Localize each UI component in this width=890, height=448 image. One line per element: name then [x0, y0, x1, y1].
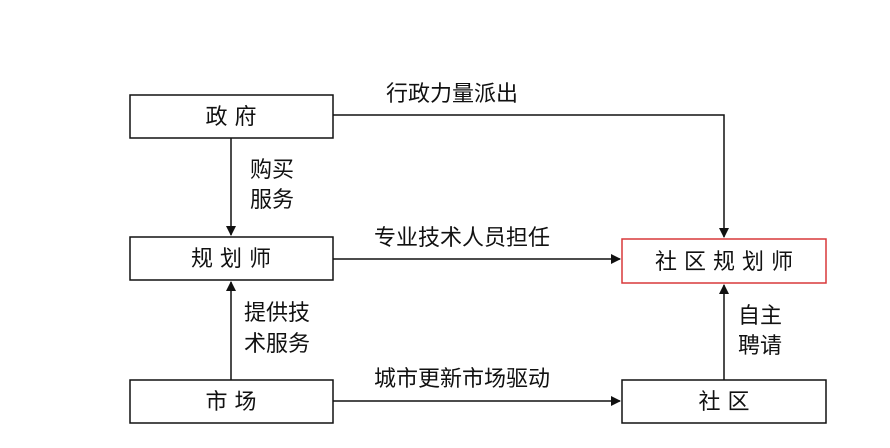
edge-planner-to-community-planner-label: 专业技术人员担任 — [374, 226, 550, 251]
node-planner: 规 划 师 — [129, 236, 334, 281]
node-planner-label: 规 划 师 — [191, 247, 271, 272]
edge-planner-to-community-planner: 专业技术人员担任 — [333, 226, 621, 264]
edge-market-to-planner: 提供技 术服务 — [226, 281, 310, 380]
node-community-label: 社 区 — [699, 390, 750, 415]
edge-market-to-planner-label-line2: 术服务 — [244, 332, 310, 357]
edge-market-to-community: 城市更新市场驱动 — [333, 367, 621, 406]
node-government: 政 府 — [129, 94, 334, 139]
node-market: 市 场 — [129, 379, 334, 424]
node-government-box — [129, 94, 334, 139]
node-market-label: 市 场 — [206, 390, 257, 415]
edge-government-to-planner-label-line1: 购买 — [250, 158, 294, 183]
edge-government-to-community-planner: 行政力量派出 — [333, 82, 729, 238]
edge-community-to-community-planner-label-line2: 聘请 — [738, 334, 782, 359]
node-community-planner: 社 区 规 划 师 — [621, 238, 827, 284]
node-government-label: 政 府 — [206, 105, 257, 130]
edge-market-to-community-label: 城市更新市场驱动 — [374, 367, 550, 392]
edge-government-to-community-planner-line — [333, 114, 729, 238]
node-community-planner-label: 社 区 规 划 师 — [655, 250, 793, 275]
edge-government-to-planner-label-line2: 服务 — [250, 188, 294, 213]
edge-market-to-planner-label-line1: 提供技 — [244, 301, 310, 326]
node-community-box — [621, 379, 827, 424]
node-community: 社 区 — [621, 379, 827, 424]
node-planner-box — [129, 236, 334, 281]
node-community-planner-box — [621, 238, 827, 284]
edge-government-to-community-planner-label: 行政力量派出 — [386, 82, 518, 107]
edge-government-to-planner: 购买 服务 — [226, 138, 294, 236]
edge-community-to-community-planner: 自主 聘请 — [719, 284, 782, 380]
edge-community-to-community-planner-label-line1: 自主 — [738, 304, 782, 329]
